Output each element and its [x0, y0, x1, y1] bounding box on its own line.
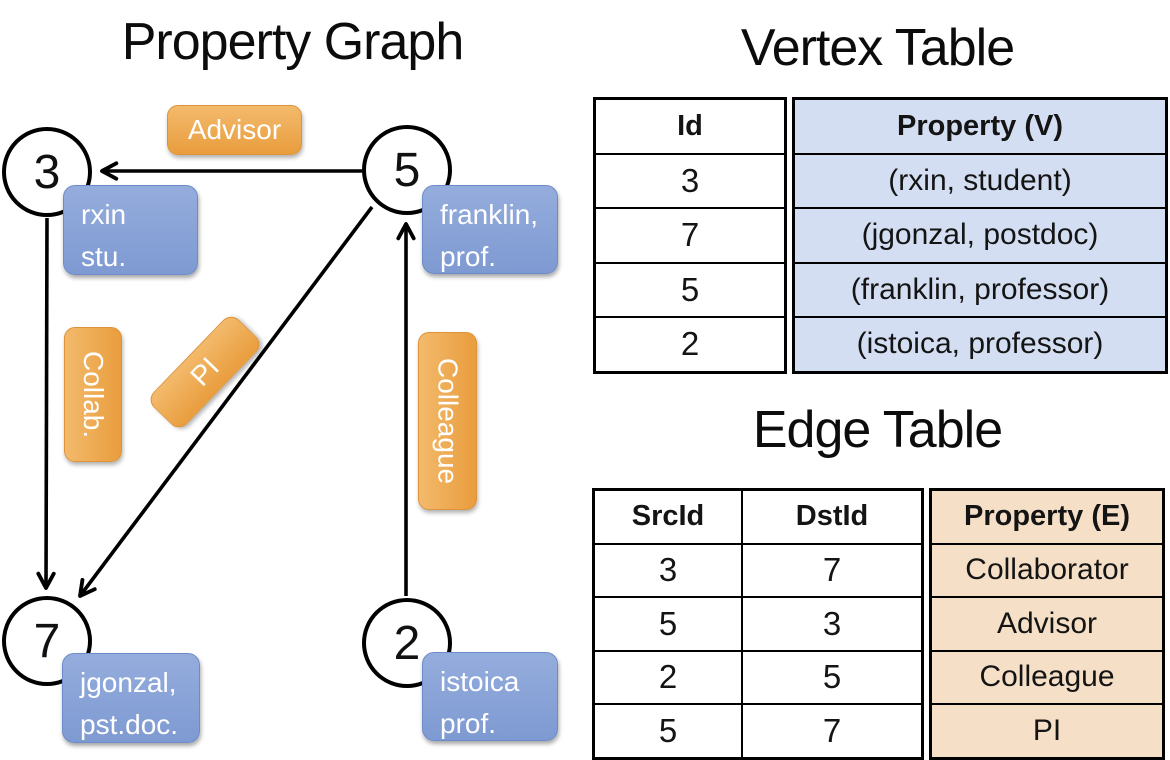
- edge-label-collab: Collab.: [64, 327, 122, 462]
- edge-src-cell: 3: [595, 544, 743, 596]
- edge-dst-cell: 3: [822, 604, 842, 642]
- table-row: PI: [932, 703, 1162, 757]
- vertex-prop-line2: pst.doc.: [80, 709, 179, 740]
- vertex-prop-line2: prof.: [440, 708, 497, 739]
- edge-src-cell: 5: [595, 598, 743, 650]
- table-row: Collaborator: [932, 542, 1162, 596]
- vertex-prop-line1: jgonzal,: [80, 667, 177, 698]
- edge-dst-cell: 7: [822, 551, 842, 589]
- table-row: 5 3: [595, 596, 921, 650]
- edge-table: SrcId DstId 3 7 5 3 2 5 5 7 Property (E)…: [592, 488, 1165, 760]
- vertex-property-cell: (rxin, student): [795, 154, 1165, 207]
- vertex-property-cell: (franklin, professor): [795, 263, 1165, 316]
- edge-table-header-srcid: SrcId: [595, 491, 743, 543]
- table-row: 3 7: [595, 542, 921, 596]
- vertex-id-cell: 7: [680, 216, 700, 254]
- vertex-prop-line1: franklin,: [440, 199, 539, 230]
- vertex-table-id-column: Id 3 7 5 2: [593, 97, 787, 374]
- edge-pi-5-to-7: [78, 205, 374, 598]
- table-row: 5: [596, 261, 784, 317]
- graph-node-5: 5: [362, 125, 452, 215]
- tables-panel: Vertex Table Edge Table: [585, 0, 1170, 760]
- node-id-label: 7: [33, 614, 61, 668]
- property-graph-title: Property Graph: [121, 13, 465, 71]
- vertex-id-cell: 5: [680, 270, 700, 308]
- edge-property-cell: Colleague: [932, 651, 1162, 703]
- vertex-table-header-property: Property (V): [795, 100, 1165, 153]
- table-row: 2: [596, 316, 784, 371]
- vertex-table-title: Vertex Table: [740, 19, 1015, 77]
- vertex-prop-line1: rxin: [81, 199, 127, 230]
- vertex-property-box-istoica: istoica prof.: [422, 652, 558, 741]
- graph-edges-layer: [36, 161, 416, 598]
- vertex-property-box-jgonzal: jgonzal, pst.doc.: [62, 653, 200, 743]
- vertex-prop-line1: istoica: [440, 666, 520, 697]
- table-row: 3: [596, 152, 784, 208]
- edge-label-advisor: Advisor: [167, 105, 302, 155]
- table-row: Colleague: [932, 649, 1162, 703]
- vertex-property-cell: (istoica, professor): [795, 318, 1165, 371]
- edge-table-property-column: Property (E) Collaborator Advisor Collea…: [929, 488, 1165, 760]
- table-row: 2 5: [595, 649, 921, 703]
- property-graph-panel: Property Graph 3 5 7 2 rxin stu. frankli…: [2, 13, 558, 743]
- edge-src-cell: 2: [595, 651, 743, 703]
- vertex-id-cell: 2: [680, 325, 700, 363]
- edge-src-cell: 5: [595, 705, 743, 757]
- node-id-label: 5: [393, 143, 421, 197]
- edge-dst-cell: 5: [822, 658, 842, 696]
- vertex-table-property-column: Property (V) (rxin, student) (jgonzal, p…: [792, 97, 1168, 374]
- edge-property-cell: PI: [932, 705, 1162, 757]
- node-id-label: 3: [33, 145, 61, 199]
- edge-table-header-dstid: DstId: [795, 500, 869, 533]
- vertex-property-cell: (jgonzal, postdoc): [795, 209, 1165, 262]
- node-id-label: 2: [393, 616, 421, 670]
- table-row: (istoica, professor): [795, 316, 1165, 371]
- table-row: (jgonzal, postdoc): [795, 207, 1165, 262]
- edge-collaborator-3-to-7: [36, 217, 56, 590]
- edge-table-ids-columns: SrcId DstId 3 7 5 3 2 5 5 7: [592, 488, 924, 760]
- edge-table-header-property: Property (E): [932, 491, 1162, 543]
- table-row: (franklin, professor): [795, 261, 1165, 316]
- vertex-property-box-rxin: rxin stu.: [63, 185, 198, 275]
- table-row: (rxin, student): [795, 152, 1165, 207]
- edge-property-cell: Advisor: [932, 598, 1162, 650]
- table-row: Advisor: [932, 596, 1162, 650]
- vertex-property-box-franklin: franklin, prof.: [422, 185, 558, 274]
- table-row: 5 7: [595, 703, 921, 757]
- graph-node-2: 2: [362, 598, 452, 688]
- vertex-table: Id 3 7 5 2 Property (V) (rxin, student) …: [593, 97, 1168, 374]
- edge-label-colleague: Colleague: [418, 332, 477, 510]
- edge-dst-cell: 7: [822, 711, 842, 749]
- table-row: 7: [596, 207, 784, 262]
- vertex-prop-line2: prof.: [440, 241, 497, 272]
- vertex-prop-line2: stu.: [81, 241, 127, 272]
- vertex-table-header-id: Id: [677, 109, 703, 142]
- vertex-id-cell: 3: [680, 161, 700, 199]
- edge-table-title: Edge Table: [752, 401, 1003, 459]
- edge-property-cell: Collaborator: [932, 544, 1162, 596]
